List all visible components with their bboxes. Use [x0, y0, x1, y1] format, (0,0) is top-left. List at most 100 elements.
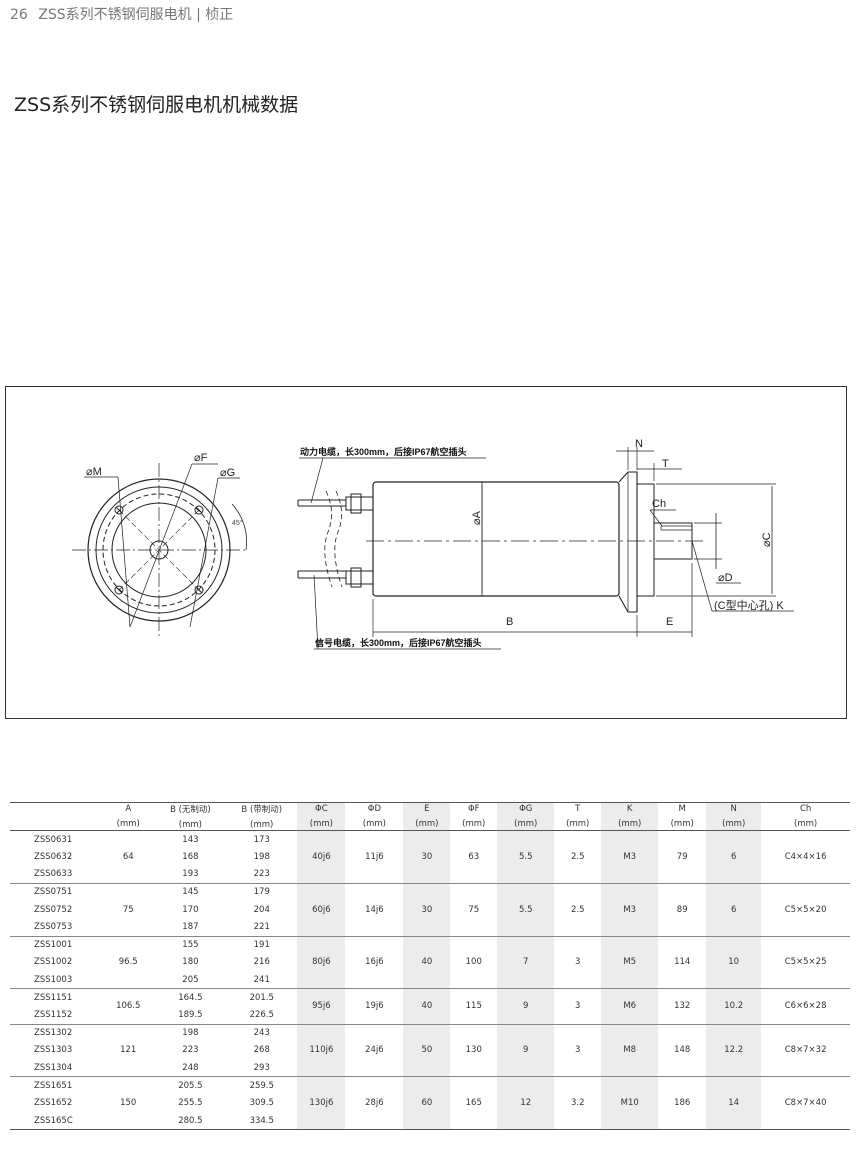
column-header: B (带制动)(mm)	[226, 803, 297, 831]
column-header-unit: (mm)	[670, 819, 694, 829]
column-header-unit: (mm)	[250, 820, 274, 830]
g-cell: 9	[497, 988, 555, 1025]
g-cell: 5.5	[497, 882, 555, 937]
d-cell: 24j6	[345, 1023, 404, 1077]
f-cell: 63	[468, 851, 480, 862]
model-cell: ZSS0753	[34, 922, 73, 933]
g-cell: 9	[497, 1023, 555, 1077]
phi-f-label: ⌀F	[194, 452, 208, 464]
k-cell: M5	[601, 935, 659, 989]
column-header: E(mm)	[403, 802, 451, 831]
f-cell: 165	[450, 1076, 498, 1130]
a-cell: 106.5	[101, 988, 155, 1025]
model-cell: ZSS1304	[34, 1062, 73, 1073]
column-header-name: B (无制动)	[170, 805, 211, 815]
b-brake-cell: 243	[226, 1023, 298, 1042]
column-header: T (mm)	[554, 803, 601, 831]
t-cell: 3	[554, 935, 602, 989]
a-cell: 64	[122, 851, 134, 862]
column-header-unit: (mm)	[566, 819, 590, 829]
column-header-name: ΦD	[367, 804, 381, 814]
column-header-name: N	[730, 804, 737, 814]
g-cell: 7	[497, 935, 555, 989]
n-cell: 14	[706, 1076, 762, 1130]
angle-label: 45°	[232, 519, 243, 527]
column-header-unit: (mm)	[514, 819, 538, 829]
b-brake-cell: 179	[226, 882, 298, 901]
column-header: ΦC(mm)	[297, 802, 346, 831]
k-cell: M10	[601, 1076, 659, 1130]
page-title: ZSS系列不锈钢伺服电机机械数据	[14, 94, 299, 116]
column-header: A (mm)	[102, 803, 155, 831]
column-header: ΦG(mm)	[497, 802, 555, 831]
b-no-brake-cell: 168	[182, 851, 199, 862]
ch-cell: C5×5×20	[761, 882, 850, 937]
b-brake-cell: 221	[253, 922, 270, 933]
e-label: E	[666, 616, 673, 628]
k-cell: M3	[601, 830, 659, 884]
g-cell: 5.5	[497, 830, 555, 884]
front-view	[72, 463, 247, 637]
b-no-brake-cell: 143	[182, 834, 199, 845]
column-header-unit: (mm)	[116, 819, 140, 829]
power-cable-label: 动力电缆，长300mm，后接IP67航空插头	[300, 446, 467, 457]
m-cell: 114	[658, 935, 707, 989]
ch-cell: C4×4×16	[784, 851, 827, 862]
b-brake-cell: 241	[253, 974, 270, 985]
b-no-brake-cell: 189.5	[178, 1009, 203, 1020]
column-header-name: M	[678, 804, 686, 814]
column-header: ΦF(mm)	[450, 803, 497, 831]
n-cell: 6	[706, 830, 762, 884]
model-cell: ZSS165C	[34, 1115, 73, 1126]
k-cell: M3	[601, 882, 659, 937]
signal-cable-label: 信号电缆，长300mm，后接IP67航空插头	[315, 637, 482, 648]
b-brake-cell: 226.5	[249, 1009, 274, 1020]
ch-cell: C5×5×25	[761, 935, 850, 989]
table-header: A(mm)B (无制动)(mm)B (带制动)(mm)ΦC(mm)ΦD(mm)E…	[10, 802, 850, 831]
e-cell: 50	[403, 1023, 451, 1077]
model-cell: ZSS1303	[34, 1045, 73, 1056]
a-cell: 96.5	[101, 935, 155, 989]
m-cell: 79	[676, 851, 688, 862]
c-cell: 110j6	[297, 1023, 346, 1077]
a-cell: 75	[101, 882, 155, 937]
model-cell: ZSS0633	[34, 869, 73, 880]
column-header-name: K	[626, 804, 633, 814]
column-header-name: T	[575, 804, 581, 814]
c-cell: 95j6	[297, 988, 346, 1025]
n-cell: 6	[706, 882, 762, 937]
phi-g-label: ⌀G	[220, 467, 235, 479]
b-no-brake-cell: 205	[182, 974, 199, 985]
model-cell: ZSS1003	[34, 974, 73, 985]
c-cell: 130j6	[297, 1076, 346, 1130]
column-header-name: A	[125, 804, 132, 814]
m-cell: 89	[658, 882, 707, 937]
b-no-brake-cell: 223	[182, 1045, 199, 1056]
b-brake-cell: 191	[226, 935, 298, 954]
model-cell: ZSS1001	[10, 935, 102, 954]
drawing-svg: ⌀M ⌀F ⌀G 45°	[72, 438, 794, 650]
column-header: K(mm)	[601, 802, 659, 831]
m-cell: 132	[658, 988, 707, 1025]
model-cell: ZSS0752	[34, 904, 73, 915]
e-cell: 30	[403, 882, 451, 937]
b-no-brake-cell: 255.5	[178, 1098, 203, 1109]
k-cell: M6	[601, 988, 659, 1025]
b-brake-cell: 201.5	[226, 988, 298, 1007]
model-cell: ZSS1652	[34, 1098, 73, 1109]
column-header-unit: (mm)	[178, 820, 202, 830]
column-header: M (mm)	[658, 803, 706, 831]
t-cell: 3	[554, 1023, 602, 1077]
b-brake-cell: 259.5	[226, 1076, 298, 1095]
b-no-brake-cell: 187	[182, 922, 199, 933]
header-text: ZSS系列不锈钢伺服电机 | 桢正	[38, 7, 234, 23]
b-brake-cell: 198	[253, 851, 270, 862]
